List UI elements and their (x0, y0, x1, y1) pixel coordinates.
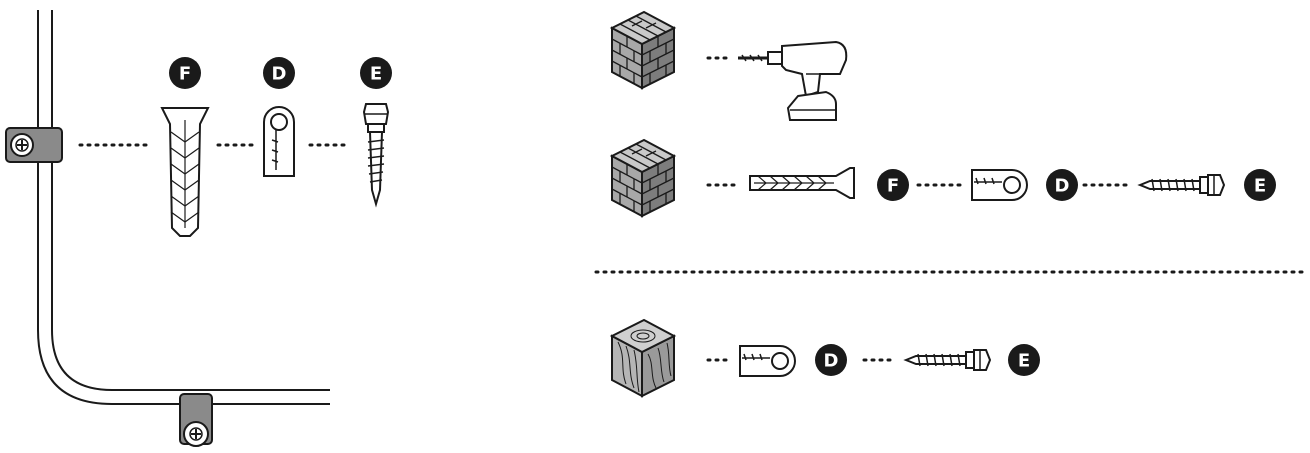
cable-clip-loop-icon (263, 106, 295, 177)
screw-icon (905, 349, 991, 371)
svg-text:E: E (1254, 176, 1266, 197)
left-panel: F D E (5, 10, 392, 447)
badge-screw: E (1244, 169, 1276, 201)
screw-icon (362, 103, 390, 208)
svg-text:D: D (272, 64, 287, 85)
badge-screw: E (1008, 344, 1040, 376)
drill-icon (738, 40, 848, 121)
badge-clip: D (263, 57, 295, 89)
svg-text:E: E (370, 64, 382, 85)
masonry-fixings-row: F D E (611, 139, 1276, 217)
cable-clip-icon (5, 127, 63, 163)
wood-fixings-row: D E (611, 319, 1040, 397)
svg-text:F: F (887, 176, 899, 197)
svg-text:E: E (1018, 351, 1030, 372)
brick-block-icon (611, 11, 675, 89)
cable-run (37, 10, 330, 405)
wood-block-icon (611, 319, 675, 397)
cable-clip-bottom-icon (179, 393, 213, 447)
badge-clip: D (815, 344, 847, 376)
svg-text:D: D (1055, 176, 1070, 197)
svg-text:F: F (179, 64, 191, 85)
badge-anchor: F (877, 169, 909, 201)
badge-screw: E (360, 57, 392, 89)
badge-clip: D (1046, 169, 1078, 201)
wall-anchor-icon (160, 107, 210, 237)
cable-clip-loop-icon (971, 169, 1028, 201)
right-panel: F D E D (594, 11, 1310, 397)
masonry-tools-row (611, 11, 848, 121)
wall-anchor-icon (749, 167, 855, 199)
screw-icon (1139, 174, 1225, 196)
svg-text:D: D (824, 351, 839, 372)
cable-clip-loop-icon (739, 345, 796, 377)
badge-anchor: F (169, 57, 201, 89)
brick-block-icon (611, 139, 675, 217)
